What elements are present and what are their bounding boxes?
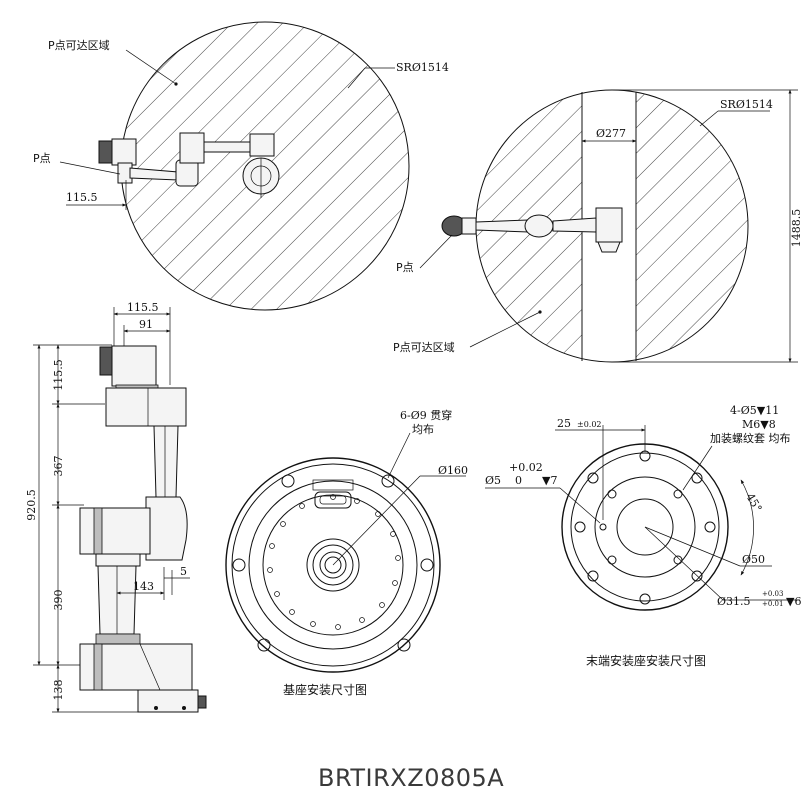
robot-arm-top-right bbox=[441, 207, 623, 253]
dim-138: 138 bbox=[52, 680, 65, 701]
flange-d315-tol-up: +0.03 bbox=[762, 590, 783, 598]
top-right-view: Ø277 SRØ1514 1488.5 P点 P点可达区域 bbox=[393, 89, 803, 363]
flange-angle: 45° bbox=[743, 491, 764, 514]
reach-area-label: P点可达区域 bbox=[48, 39, 110, 52]
sr-label: SRØ1514 bbox=[396, 61, 449, 74]
p-point-label: P点 bbox=[33, 152, 51, 165]
flange-holes4: 4-Ø5▼11 bbox=[730, 404, 779, 417]
side-elevation: 115.5 91 115.5 367 920.5 390 138 bbox=[25, 301, 207, 713]
base-caption: 基座安装尺寸图 bbox=[283, 682, 367, 697]
flange-pin-zero: 0 bbox=[515, 474, 522, 487]
dim-143: 143 bbox=[133, 580, 154, 593]
flange-d50: Ø50 bbox=[742, 553, 765, 566]
flange-d315-tol-dn: +0.01 bbox=[762, 600, 783, 608]
sr-label-right: SRØ1514 bbox=[720, 98, 773, 111]
top-left-view: P点可达区域 SRØ1514 P点 115.5 bbox=[33, 21, 449, 311]
dim-9205: 920.5 bbox=[25, 489, 38, 521]
flange-view: 25 ±0.02 4-Ø5▼11 M6▼8 加装螺纹套 均布 +0.02 Ø5 … bbox=[485, 404, 801, 668]
dim-top: 115.5 bbox=[127, 301, 159, 314]
base-even-label: 均布 bbox=[412, 423, 434, 436]
robot-arm-side bbox=[79, 345, 207, 713]
flange-d25-tol: ±0.02 bbox=[577, 420, 602, 429]
base-inner-holes bbox=[267, 494, 401, 630]
flange-d315: Ø31.5 bbox=[717, 595, 751, 608]
dim-5: 5 bbox=[180, 565, 187, 578]
dim-91: 91 bbox=[139, 318, 153, 331]
base-mounting-view: 6-Ø9 贯穿 均布 Ø160 基座安装尺寸图 bbox=[225, 408, 468, 697]
flange-caption: 末端安装座安装尺寸图 bbox=[586, 653, 706, 668]
flange-d315-depth: ▼6 bbox=[786, 595, 801, 608]
flange-pin-depth: ▼7 bbox=[542, 474, 557, 487]
dim-367: 367 bbox=[52, 456, 65, 477]
flange-outer-holes bbox=[574, 450, 716, 605]
flange-m6: M6▼8 bbox=[742, 418, 776, 431]
height-dim: 1488.5 bbox=[790, 209, 803, 248]
flange-tol-plus: +0.02 bbox=[509, 461, 543, 474]
flange-d25: 25 bbox=[557, 417, 571, 430]
p-point-label-right: P点 bbox=[396, 261, 414, 274]
base-holes-label: 6-Ø9 贯穿 bbox=[400, 408, 452, 422]
gap-dim: Ø277 bbox=[596, 127, 626, 140]
base-bolt-holes bbox=[232, 474, 434, 652]
flange-pin: Ø5 bbox=[485, 474, 501, 487]
flange-inner-holes bbox=[599, 489, 683, 565]
model-name: BRTIRXZ0805A bbox=[318, 764, 504, 792]
offset-dim: 115.5 bbox=[66, 191, 98, 204]
flange-insert: 加装螺纹套 均布 bbox=[710, 431, 791, 445]
dim-390: 390 bbox=[52, 590, 65, 611]
base-dia-label: Ø160 bbox=[438, 464, 468, 477]
reach-area-label-right: P点可达区域 bbox=[393, 341, 455, 354]
dim-115: 115.5 bbox=[52, 359, 65, 391]
robot-arm-top-left bbox=[98, 132, 280, 198]
